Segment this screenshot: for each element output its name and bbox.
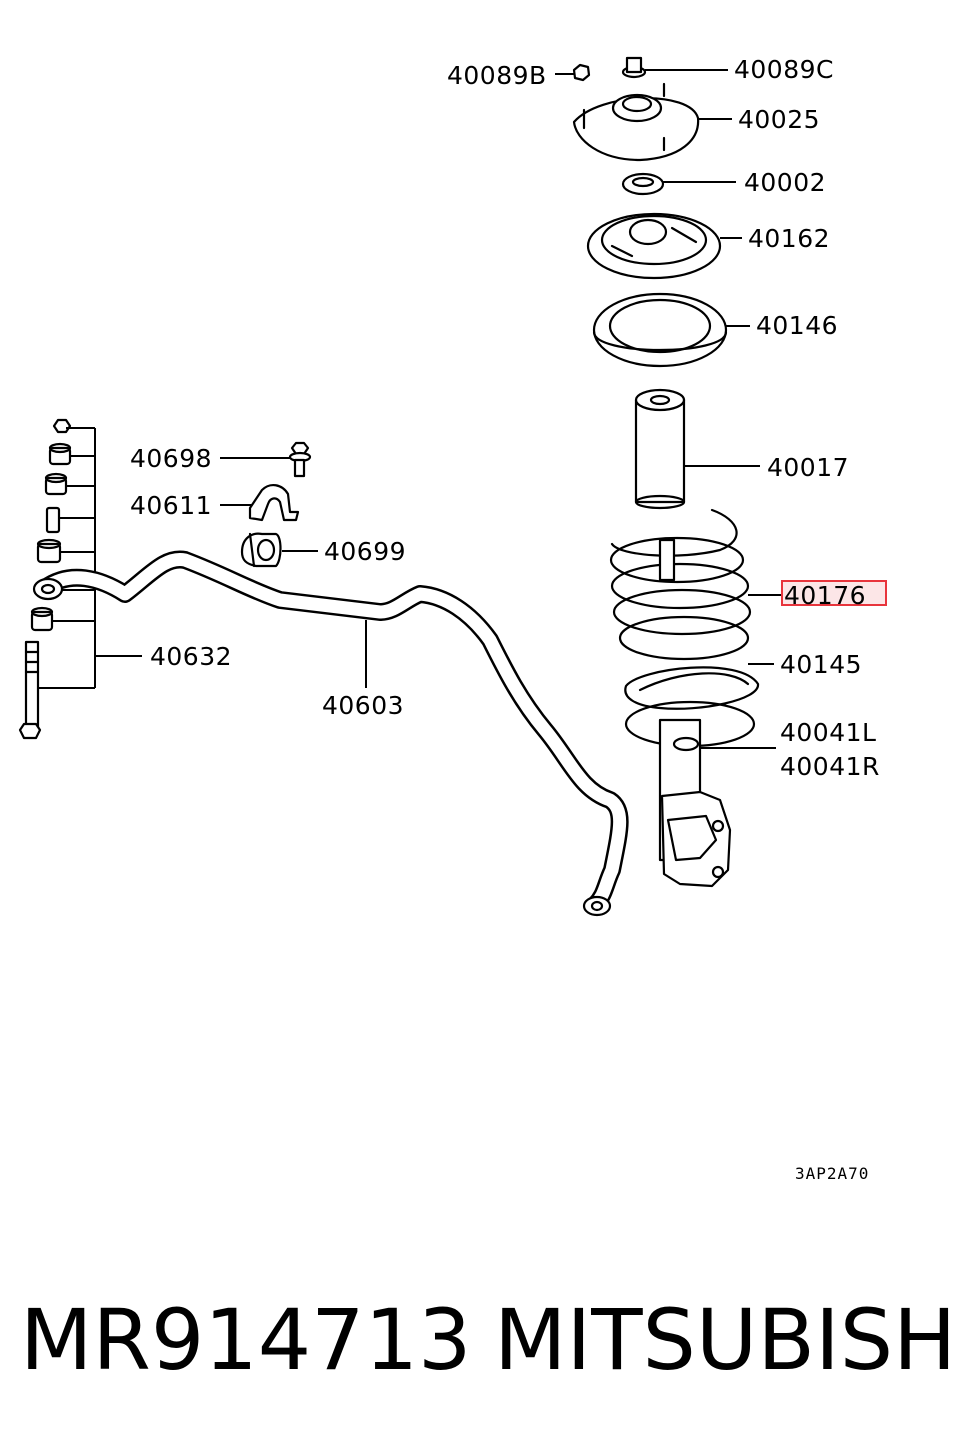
flange-nut-40089c (621, 56, 728, 79)
callout-40611[interactable]: 40611 (130, 491, 212, 520)
link-kit-40632 (18, 418, 142, 740)
rubber-seat-40146 (592, 292, 750, 368)
strut-mount-40025 (572, 82, 732, 162)
spring-seat-40162 (586, 212, 742, 280)
bump-stop-40017 (634, 388, 760, 510)
highlighted-callout-40176[interactable]: 40176 (781, 580, 887, 610)
bolt-40698 (220, 441, 312, 478)
bearing-40002 (621, 172, 736, 196)
callout-40145[interactable]: 40145 (780, 650, 862, 679)
brand-name: MITSUBISHI (494, 1291, 960, 1389)
callout-40176: 40176 (784, 581, 866, 610)
callout-40025[interactable]: 40025 (738, 105, 820, 134)
callout-40041l[interactable]: 40041L (780, 718, 876, 747)
callout-40017[interactable]: 40017 (767, 453, 849, 482)
drawing-reference: 3AP2A70 (795, 1164, 869, 1183)
stabilizer-bar-40603 (32, 550, 629, 917)
strut-body-40041 (624, 700, 776, 888)
part-number: MR914713 (20, 1291, 472, 1389)
callout-40603[interactable]: 40603 (322, 691, 404, 720)
callout-40089c[interactable]: 40089C (734, 55, 834, 84)
bracket-40611 (220, 484, 300, 522)
callout-40089b[interactable]: 40089B (447, 61, 547, 90)
callout-40002[interactable]: 40002 (744, 168, 826, 197)
callout-40632[interactable]: 40632 (150, 642, 232, 671)
callout-40699[interactable]: 40699 (324, 537, 406, 566)
callout-40162[interactable]: 40162 (748, 224, 830, 253)
bushing-40699 (240, 532, 318, 568)
callout-40146[interactable]: 40146 (756, 311, 838, 340)
lower-insulator-40145 (624, 663, 774, 710)
highlight-box (781, 580, 887, 606)
coil-spring-40176 (609, 508, 782, 661)
callout-40698[interactable]: 40698 (130, 444, 212, 473)
callout-40041r[interactable]: 40041R (780, 752, 880, 781)
nut-40089b (555, 63, 591, 82)
